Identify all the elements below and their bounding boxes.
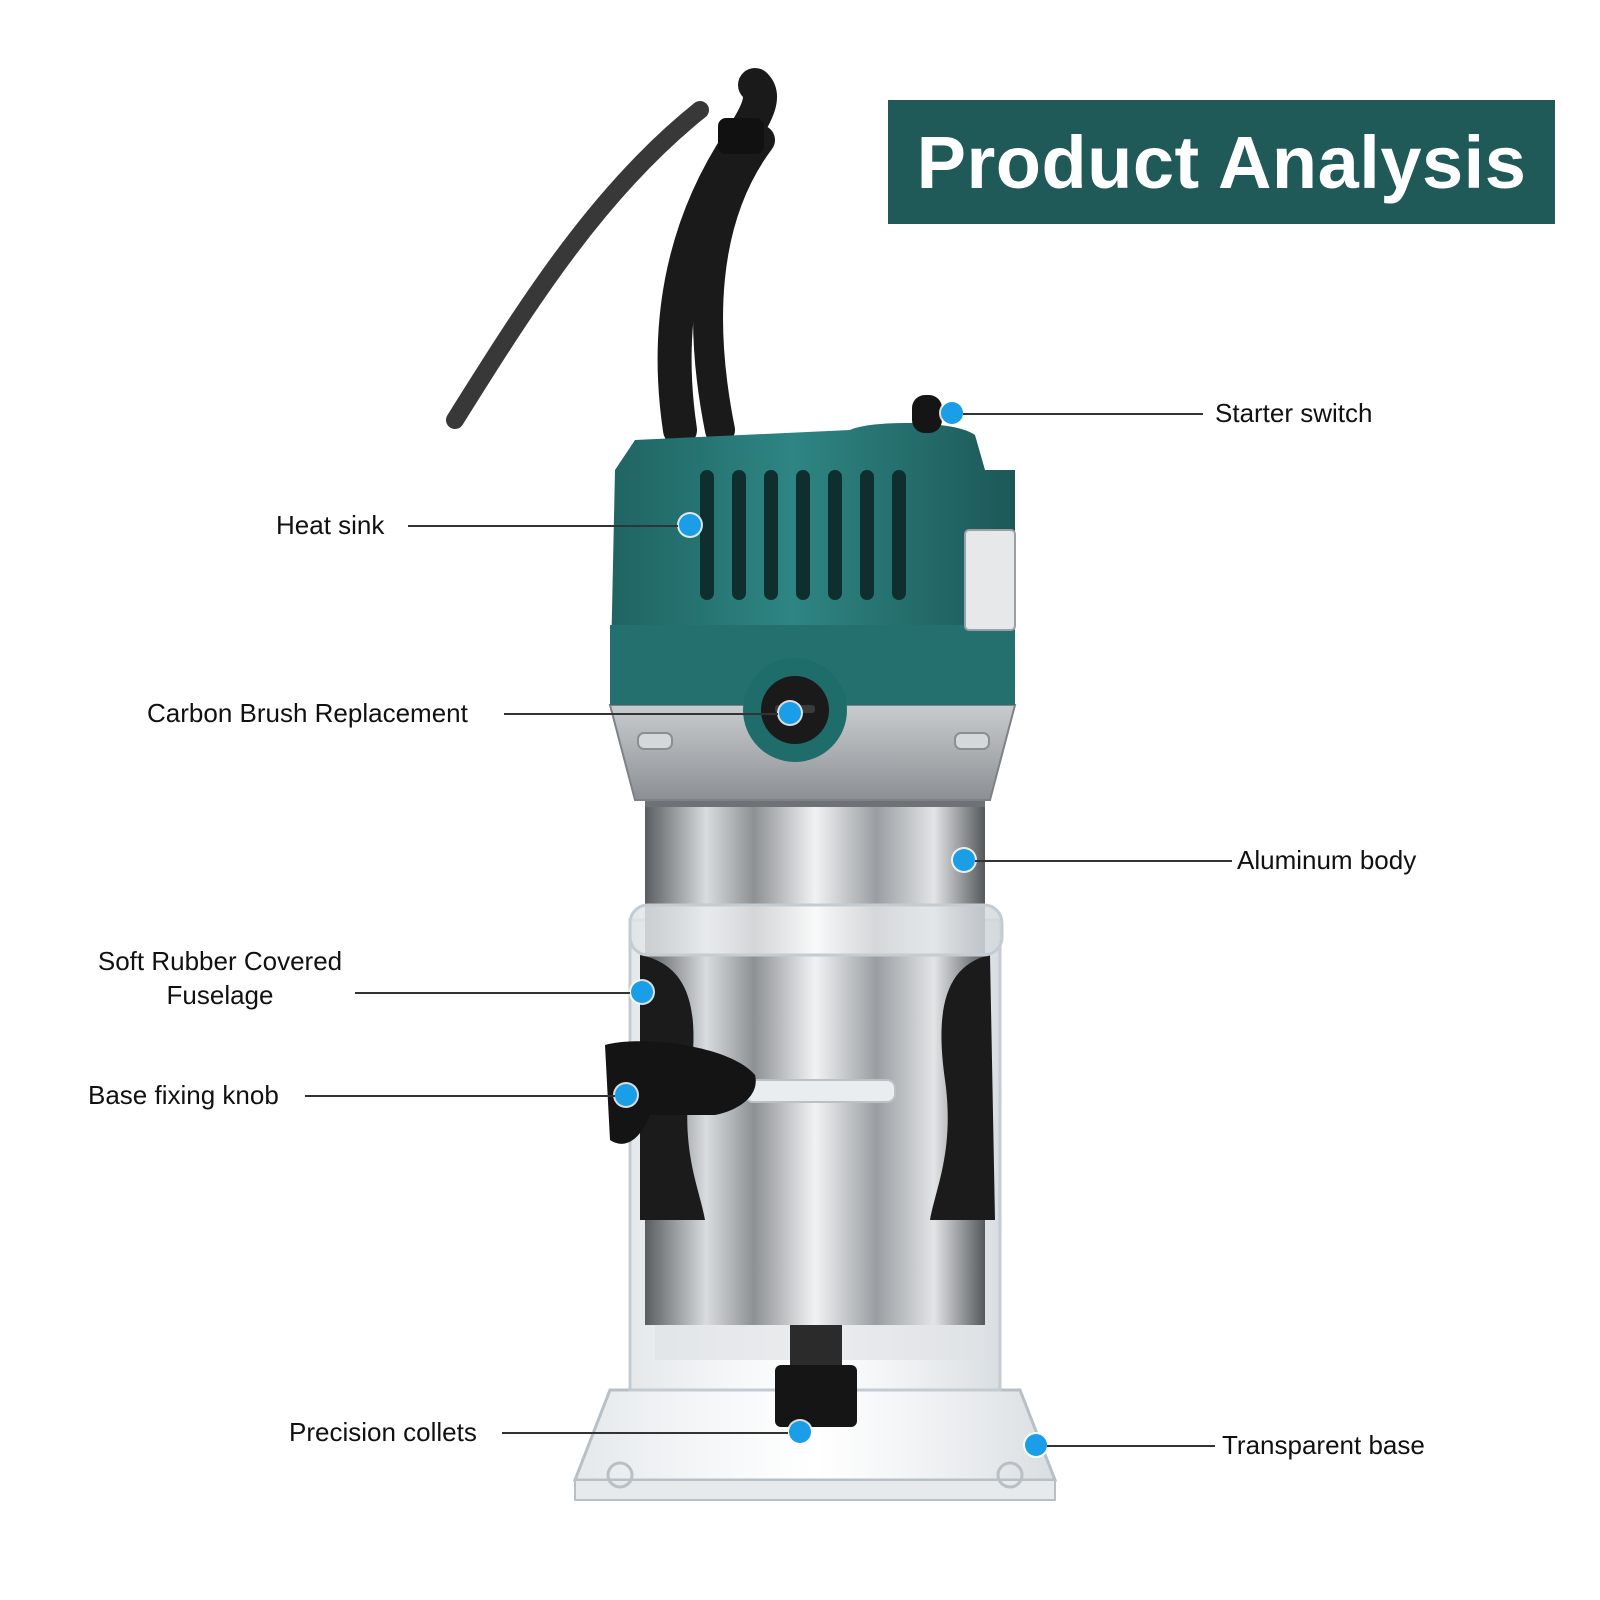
base-knob-label: Base fixing knob (88, 1080, 279, 1110)
page-title: Product Analysis (916, 120, 1527, 204)
starter-switch (912, 395, 942, 433)
heat-sink-leader-line (408, 525, 678, 527)
heat-sink-vents (700, 470, 906, 600)
carbon-brush-marker (779, 702, 801, 724)
precision-collets-label: Precision collets (289, 1417, 477, 1447)
carbon-brush-label: Carbon Brush Replacement (147, 698, 468, 728)
aluminum-body-label: Aluminum body (1237, 845, 1417, 875)
title-banner: Product Analysis (888, 100, 1555, 224)
base-fixing-knob (605, 1041, 756, 1144)
carbon-brush-leader-line (504, 713, 778, 715)
aluminum-body-marker (953, 849, 975, 871)
motor-housing (610, 423, 1016, 762)
transparent-base-leader-line (1047, 1445, 1215, 1447)
soft-rubber-label-line1: Soft Rubber Covered (97, 946, 343, 976)
collet (775, 1325, 857, 1427)
heat-sink-label: Heat sink (276, 510, 385, 540)
precision-collets-marker (789, 1421, 811, 1443)
power-cord (446, 68, 777, 447)
soft-rubber-label: Soft Rubber Covered Fuselage (85, 944, 355, 1012)
transparent-base-label: Transparent base (1222, 1430, 1425, 1460)
heat-sink-marker (679, 514, 701, 536)
starter-switch-label: Starter switch (1215, 398, 1373, 428)
soft-rubber-leader-line (355, 992, 630, 994)
base-knob-leader-line (305, 1095, 615, 1097)
precision-collets-leader-line (502, 1432, 788, 1434)
soft-rubber-marker (631, 981, 653, 1003)
aluminum-body-leader-line (975, 860, 1232, 862)
transparent-base-plate (572, 1388, 1058, 1501)
soft-rubber-label-line2: Fuselage (166, 980, 274, 1010)
clamp-band (628, 903, 1004, 1103)
starter-switch-leader-line (963, 413, 1203, 415)
base-knob-marker (615, 1084, 637, 1106)
starter-switch-marker (941, 402, 963, 424)
transparent-base-marker (1025, 1434, 1047, 1456)
